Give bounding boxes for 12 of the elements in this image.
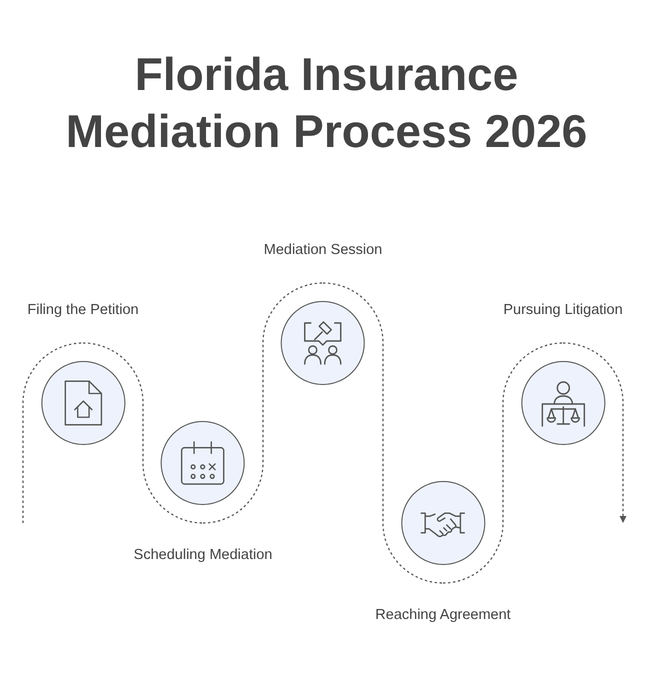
step-label: Scheduling Mediation — [134, 547, 272, 564]
dotted-arrow — [562, 342, 626, 523]
dotted-line — [22, 342, 84, 523]
title: Florida Insurance Mediation Process 2026 — [64, 47, 588, 159]
dotted-line — [322, 282, 444, 584]
step-label: Mediation Session — [264, 242, 382, 259]
step-label: Filing the Petition — [27, 302, 139, 319]
dotted-line — [82, 342, 204, 524]
dotted-line — [442, 342, 564, 584]
step-label: Reaching Agreement — [375, 607, 511, 624]
dotted-line — [202, 282, 324, 524]
step-label: Pursuing Litigation — [503, 302, 623, 319]
